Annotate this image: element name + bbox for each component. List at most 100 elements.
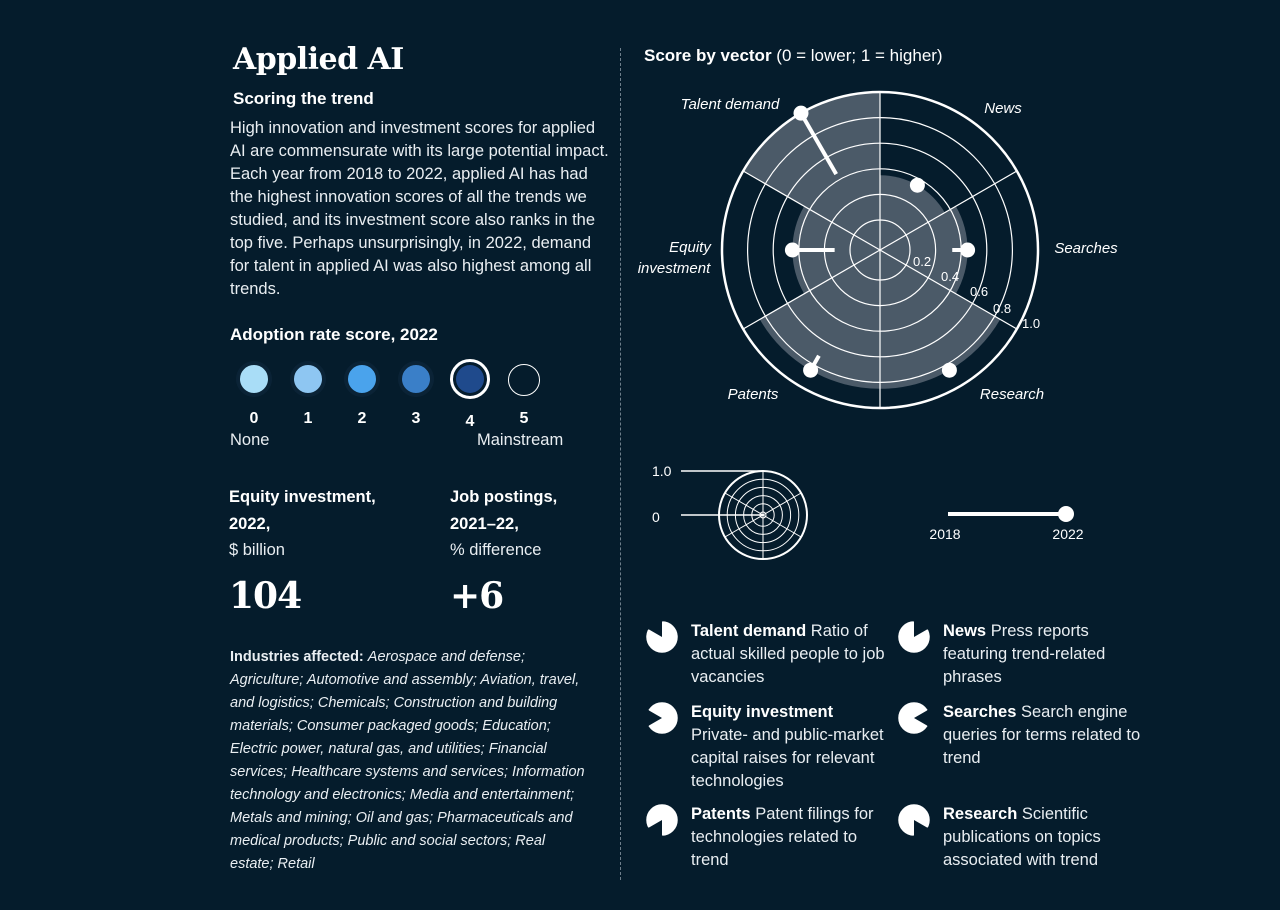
radar-axis-label: Talent demand [681, 96, 780, 113]
legend-description: Search engine queries for terms related … [943, 703, 1141, 767]
intro-paragraph: High innovation and investment scores fo… [230, 119, 609, 298]
radar-title-rest: (0 = lower; 1 = higher) [771, 46, 943, 65]
radar-end-dot [793, 105, 809, 121]
radar-tick-label: 0.2 [913, 254, 931, 269]
legend-description: Press reports featuring trend-related ph… [943, 622, 1106, 686]
adoption-level-4: 4 [449, 359, 491, 431]
legend-sector-icon [645, 702, 678, 734]
adoption-level-3: 3 [395, 360, 437, 428]
adoption-dot [508, 364, 540, 396]
radar-tick-label: 0.4 [941, 269, 959, 284]
radar-end-dot [941, 362, 957, 378]
radar-ring [798, 168, 962, 332]
radar-sector-fill [880, 250, 1001, 389]
jobs-value: +6 [450, 575, 504, 617]
legend-sector-icon [898, 804, 931, 837]
legend-text: News Press reports featuring trend-relat… [943, 620, 1143, 689]
legend-sector-icon [645, 620, 678, 653]
adoption-level-label: 5 [519, 410, 529, 427]
industries-list: Aerospace and defense; Agriculture; Auto… [230, 649, 585, 872]
equity-heading-line2: 2022, [229, 515, 271, 533]
legend-description: Patent filings for technologies related … [691, 805, 874, 869]
radar-title-bold: Score by vector [644, 46, 772, 65]
radar-outer-ring [720, 90, 1040, 410]
radar-sector-fill [880, 175, 945, 250]
equity-heading-line1: Equity investment, [229, 488, 376, 506]
legend-sector-icon [645, 804, 678, 837]
industries-affected: Industries affected: Aerospace and defen… [230, 646, 590, 876]
radar-sector-fill [743, 92, 880, 250]
radar-end-dot [960, 242, 976, 258]
radar-axis-label: News [984, 100, 1022, 117]
legend-text: Searches Search engine queries for terms… [943, 701, 1143, 770]
radar-axis-label: investment [638, 260, 711, 277]
key-spoke [724, 492, 764, 516]
legend-term: Research [943, 805, 1018, 823]
legend-text: Equity investment Private- and public-ma… [691, 701, 891, 793]
radar-ring [772, 142, 988, 358]
equity-metric-heading: Equity investment, 2022, [229, 484, 376, 538]
radar-sector-fill [759, 250, 880, 389]
adoption-dot [237, 362, 271, 396]
legend-text: Talent demand Ratio of actual skilled pe… [691, 620, 891, 689]
radar-axis-label: Research [980, 386, 1044, 403]
radar-sector-fill [880, 206, 968, 294]
radar-ring [849, 219, 911, 281]
adoption-level-label: 1 [303, 410, 313, 427]
adoption-level-label: 4 [465, 413, 475, 430]
legend-term: Equity investment [691, 703, 834, 721]
legend-sector-icon [898, 702, 931, 734]
column-divider [620, 48, 621, 880]
adoption-title: Adoption rate score, 2022 [230, 325, 438, 344]
radar-change-stick [945, 365, 952, 372]
adoption-level-2: 2 [341, 360, 383, 428]
industries-label: Industries affected: [230, 649, 364, 665]
adoption-dot [399, 362, 433, 396]
adoption-dot-selected [450, 359, 490, 399]
adoption-level-5: 5 [503, 360, 545, 428]
key-ring [759, 511, 767, 519]
adoption-dot [291, 362, 325, 396]
legend-term: Talent demand [691, 622, 807, 640]
legend-description: Ratio of actual skilled people to job va… [691, 622, 885, 686]
key-ring [726, 478, 800, 552]
jobs-heading-line2: 2021–22, [450, 515, 519, 533]
radar-tick-label: 1.0 [1022, 316, 1040, 331]
radar-sector-fill [792, 206, 880, 294]
key-scale-top-label: 1.0 [652, 463, 672, 479]
radar-spoke [879, 170, 1018, 251]
legend-term: News [943, 622, 987, 640]
page-title: Applied AI [233, 42, 404, 77]
adoption-level-0: 0 [233, 360, 275, 428]
adoption-dot [345, 362, 379, 396]
radar-end-dot [784, 242, 800, 258]
radar-axis-label: Searches [1054, 240, 1118, 257]
key-year-end: 2022 [1052, 526, 1083, 542]
radar-title: Score by vector (0 = lower; 1 = higher) [644, 46, 943, 66]
key-spoke [762, 492, 802, 516]
legend-sector-icon [898, 620, 931, 653]
radar-end-dot [909, 177, 925, 193]
radar-ring [746, 117, 1013, 383]
radar-axis-label: Equity [669, 239, 712, 256]
radar-change-stick [808, 354, 821, 372]
radar-spoke [742, 249, 881, 330]
legend-term: Searches [943, 703, 1017, 721]
adoption-level-1: 1 [287, 360, 329, 428]
radar-spoke [742, 170, 881, 251]
legend-description: Scientific publications on topics associ… [943, 805, 1101, 869]
key-ring [743, 495, 783, 535]
equity-unit: $ billion [229, 541, 285, 559]
adoption-level-label: 2 [357, 410, 367, 427]
legend-term: Patents [691, 805, 751, 823]
radar-spoke [879, 249, 1018, 330]
key-year-start: 2018 [929, 526, 960, 542]
legend-text: Research Scientific publications on topi… [943, 803, 1143, 872]
adoption-low-label: None [230, 431, 270, 449]
legend-description: Private- and public-market capital raise… [691, 726, 884, 790]
adoption-level-label: 0 [249, 410, 259, 427]
key-spoke [724, 514, 764, 538]
jobs-metric-heading: Job postings, 2021–22, [450, 484, 557, 538]
key-ring [751, 503, 775, 527]
